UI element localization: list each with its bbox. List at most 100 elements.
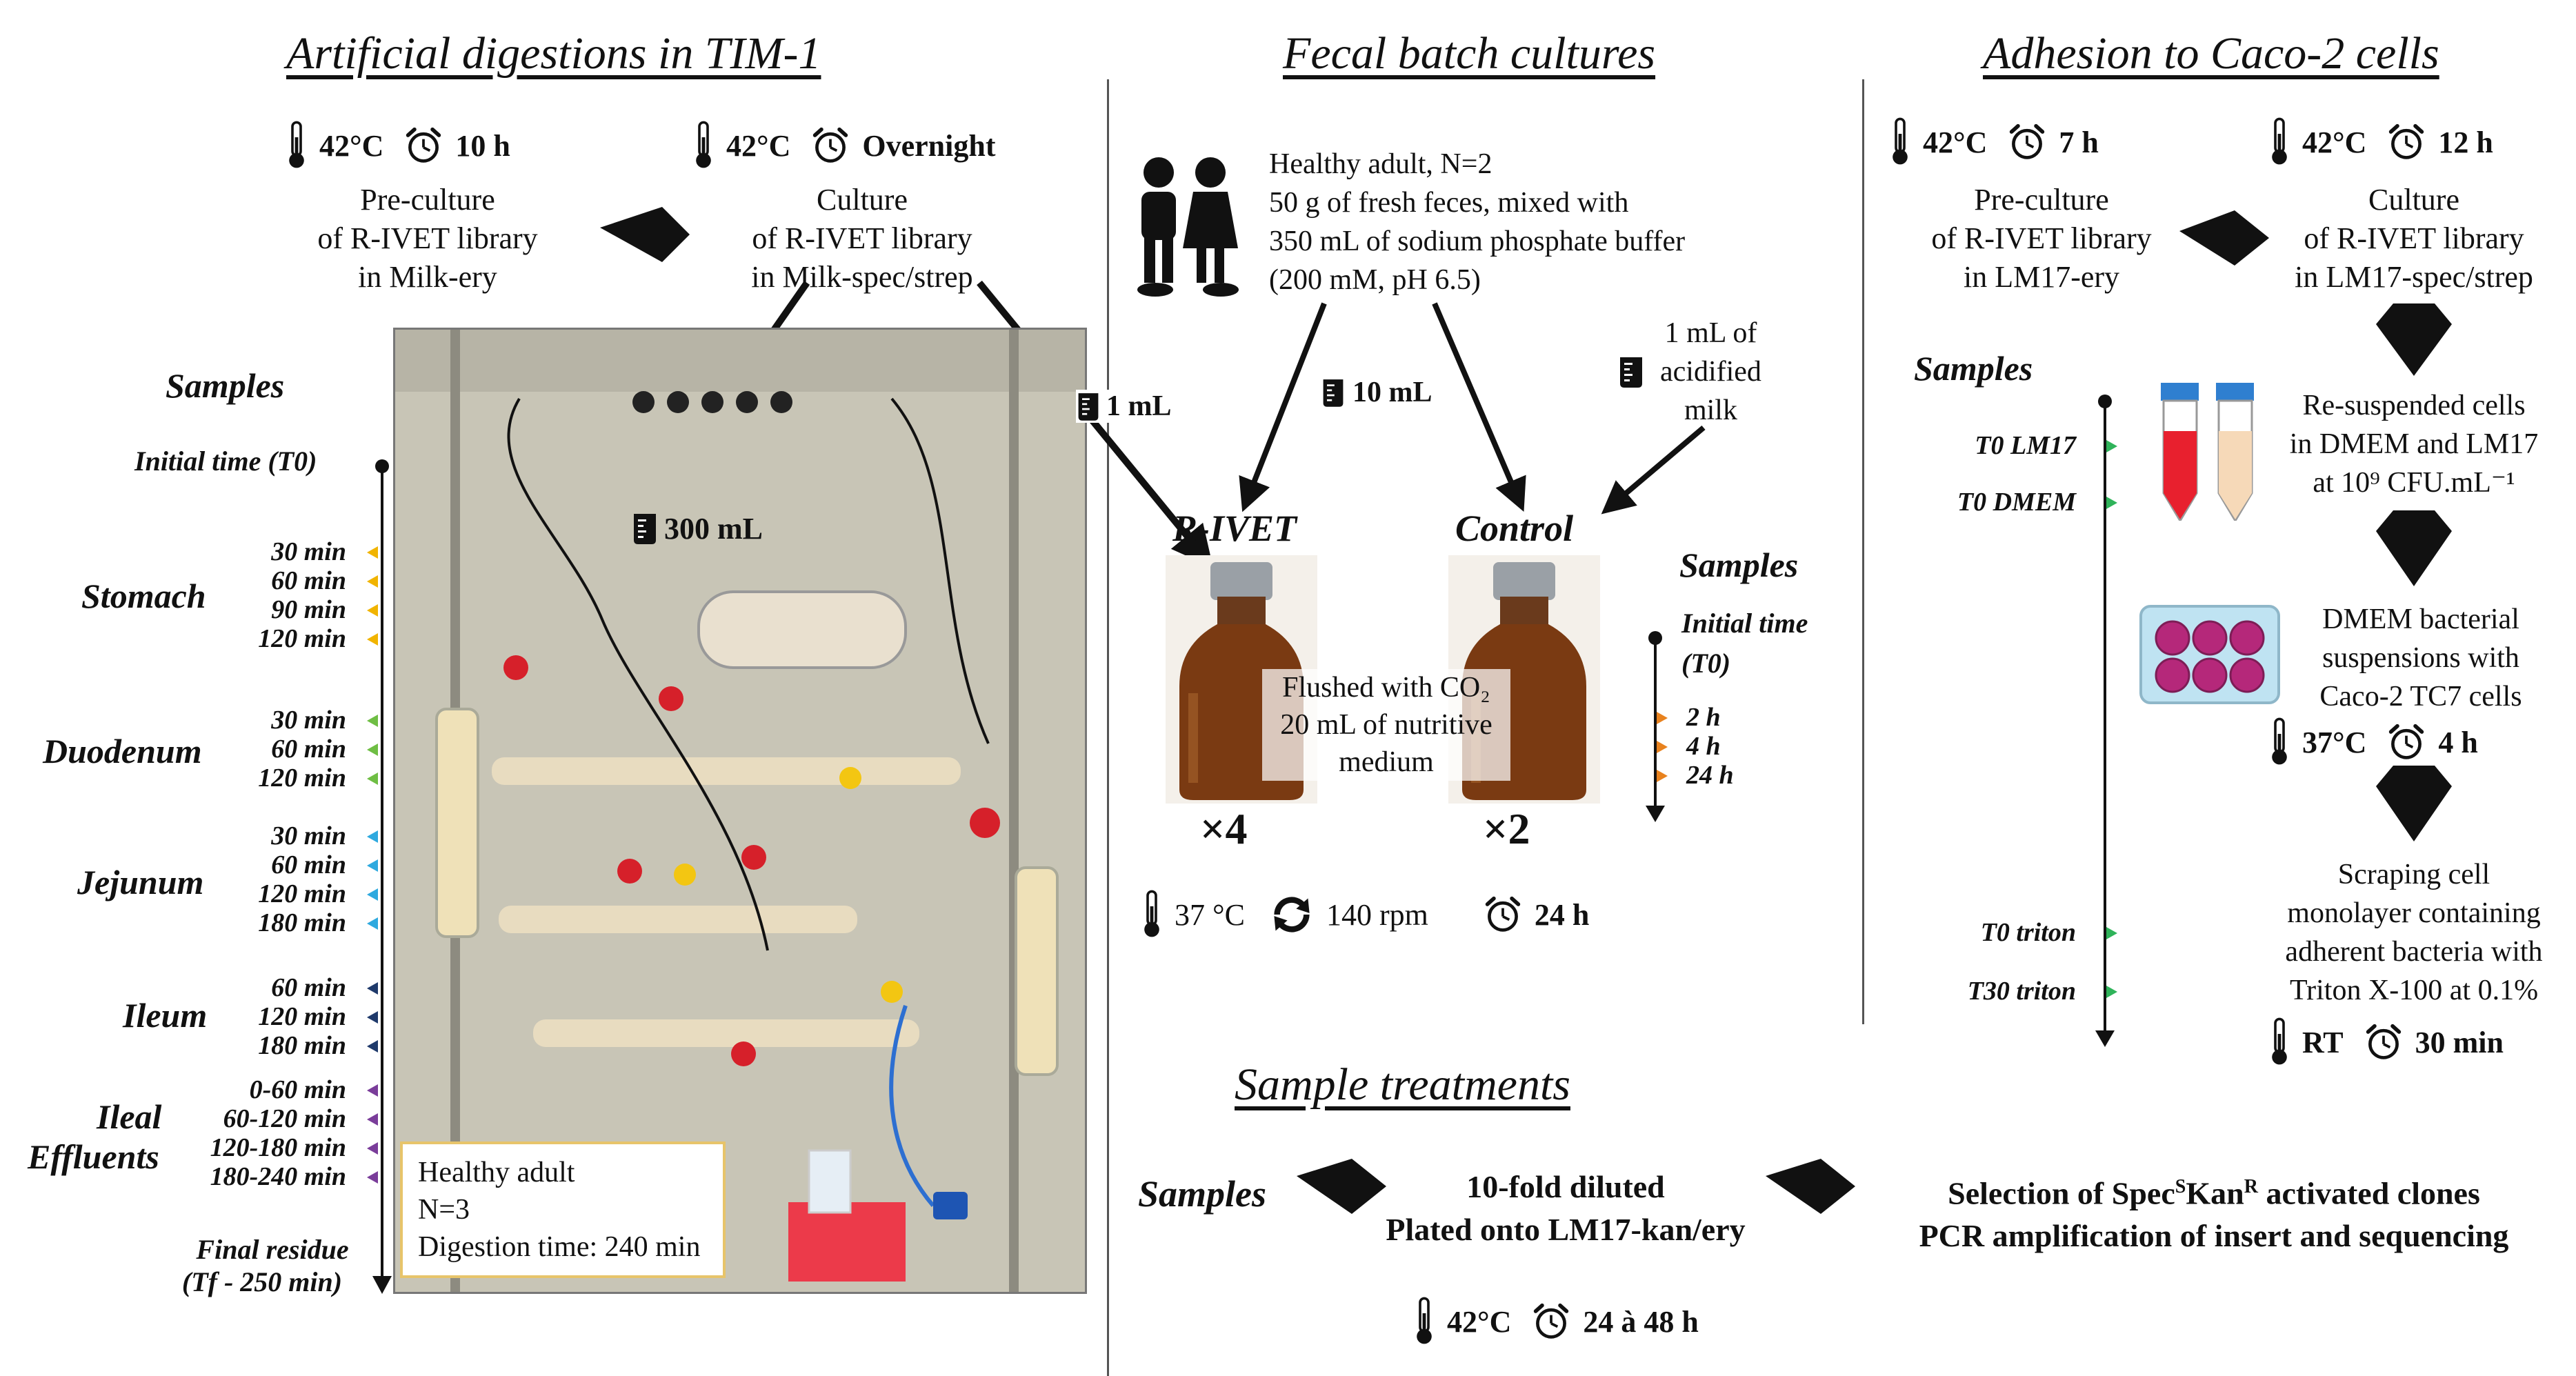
tim-cond-2: 42°C Overnight [693, 121, 995, 170]
tim-caption-box: Healthy adult N=3 Digestion time: 240 mi… [400, 1141, 726, 1278]
beaker-icon [1076, 390, 1101, 423]
clock-icon [2387, 123, 2426, 161]
control-label: Control [1455, 508, 1574, 549]
tim-cond-1-temp: 42°C [319, 128, 384, 163]
treat-cond-temp: 42°C [1447, 1304, 1512, 1339]
clock-icon [1484, 895, 1522, 934]
tim-preculture-line: in Milk-ery [358, 260, 497, 294]
fecal-title: Fecal batch cultures [1283, 28, 1656, 79]
rotation-icon [1270, 893, 1314, 937]
tick-duodenum-1: 30 min [271, 706, 346, 735]
control-count: ×2 [1483, 804, 1530, 853]
fecal-donor-line: 350 mL of sodium phosphate buffer [1269, 226, 1686, 257]
beaker-icon [631, 510, 659, 546]
acid-milk-line: milk [1684, 395, 1737, 426]
arrow-caco-preculture [2179, 210, 2269, 266]
clock-icon [2364, 1023, 2403, 1061]
caco-dmem: DMEM bacterial suspensions with Caco-2 T… [2283, 600, 2559, 716]
rivet-count: ×4 [1200, 804, 1248, 853]
fecal-flushed: Flushed with CO₂ 20 mL of nutritive medi… [1262, 669, 1510, 781]
caco-preculture-line: of R-IVET library [1931, 221, 2152, 255]
tick-effluents-4: 180-240 min [210, 1162, 346, 1191]
flushed-line: 20 mL of nutritive [1280, 709, 1492, 741]
tick-ileum-1: 60 min [271, 973, 346, 1002]
tim-samples-label: Samples [166, 366, 285, 405]
resuspended-line: Re-suspended cells [2302, 390, 2526, 421]
tim-cond-1-time: 10 h [455, 128, 510, 163]
fecal-10ml: 10 mL [1321, 376, 1432, 409]
tick-ileum-2: 120 min [258, 1002, 346, 1031]
arrow-milk-to-control [1601, 425, 1706, 515]
tick-ileum-3: 180 min [258, 1031, 346, 1060]
marker-caco [2106, 927, 2117, 939]
flushed-line: Flushed with CO₂ [1282, 672, 1490, 704]
marker-duodenum [367, 744, 378, 756]
caco-cond-2-time: 12 h [2438, 125, 2493, 159]
fecal-cond-time: 24 h [1534, 897, 1590, 932]
scraping-line: Triton X-100 at 0.1% [2289, 975, 2539, 1006]
marker-jejunum [367, 888, 378, 901]
marker-stomach [367, 546, 378, 559]
treat-step-2: Selection of SpecSKanR activated clones … [1862, 1166, 2566, 1257]
fecal-time-4h: 4 h [1686, 732, 1721, 761]
caco-cond-4: RT 30 min [2269, 1017, 2504, 1067]
tim-culture-line: in Milk-spec/strep [751, 260, 973, 294]
tim-timeline-arrowhead [372, 1276, 392, 1294]
fecal-cond: 37 °C 140 rpm 24 h [1141, 890, 1589, 939]
marker-effluents [367, 1084, 378, 1097]
fecal-timeline-arrowhead [1646, 806, 1665, 822]
arrow-fecal-to-rivet [1239, 302, 1327, 512]
treat-step-1-line: 10-fold diluted [1466, 1169, 1665, 1204]
caco-cond-3-temp: 37°C [2302, 725, 2367, 759]
compartment-jejunum: Jejunum [77, 863, 204, 901]
caco-cond-3: 37°C 4 h [2269, 717, 2478, 767]
clock-icon [404, 126, 443, 165]
tim-final-residue: Final residue (Tf - 250 min) [176, 1233, 369, 1298]
dmem-line: Caco-2 TC7 cells [2319, 681, 2522, 712]
scraping-line: Scraping cell [2337, 859, 2490, 890]
caco-title: Adhesion to Caco-2 cells [1983, 28, 2439, 79]
caco-t0-triton: T0 triton [1980, 918, 2076, 947]
kan-sup: R [2244, 1176, 2258, 1197]
fecal-cond-rpm: 140 rpm [1326, 897, 1428, 932]
tim-cond-2-temp: 42°C [726, 128, 791, 163]
marker-jejunum [367, 830, 378, 843]
caco-cond-1-time: 7 h [2059, 125, 2099, 159]
caco-t0-lm17: T0 LM17 [1975, 431, 2076, 460]
thermometer-icon [1890, 117, 1910, 167]
treat-cond: 42°C 24 à 48 h [1414, 1297, 1699, 1346]
tim-preculture-line: Pre-culture [360, 183, 495, 217]
thermometer-icon [693, 121, 714, 170]
divider-left [1107, 79, 1109, 1376]
thermometer-icon [286, 121, 307, 170]
tim-title: Artificial digestions in TIM-1 [286, 28, 821, 79]
treat-cond-time: 24 à 48 h [1583, 1304, 1699, 1339]
tim-apparatus-drawing [395, 330, 1085, 1292]
clones-text: activated clones [2257, 1175, 2480, 1211]
tim-caption-line: Healthy adult [418, 1157, 575, 1188]
caco-culture-line: of R-IVET library [2304, 221, 2524, 255]
tubes-icon [2161, 383, 2254, 521]
dmem-line: suspensions with [2322, 642, 2519, 674]
thermometer-icon [2269, 117, 2290, 167]
resuspended-line: at 10⁹ CFU.mL⁻¹ [2313, 467, 2515, 499]
fecal-initial-time-line: (T0) [1681, 648, 1731, 679]
marker-effluents [367, 1142, 378, 1155]
caco-timeline [2104, 399, 2106, 1033]
arrow-caco-down-3 [2376, 766, 2452, 841]
rivet-label: R-IVET [1172, 508, 1297, 549]
kan-text: Kan [2186, 1175, 2244, 1211]
tick-duodenum-2: 60 min [271, 735, 346, 764]
clock-icon [2008, 123, 2046, 161]
tick-jejunum-3: 120 min [258, 879, 346, 908]
marker-fecal [1657, 712, 1668, 724]
thermometer-icon [2269, 1017, 2290, 1067]
marker-duodenum [367, 715, 378, 727]
tim-300ml: 300 mL [631, 510, 763, 546]
tim-culture: Culture of R-IVET library in Milk-spec/s… [724, 181, 1000, 297]
treat-step-2-line-1: Selection of SpecSKanR activated clones [1862, 1166, 2566, 1215]
tick-duodenum-3: 120 min [258, 764, 346, 792]
compartment-ileal: Ileal [97, 1097, 162, 1136]
marker-duodenum [367, 772, 378, 785]
